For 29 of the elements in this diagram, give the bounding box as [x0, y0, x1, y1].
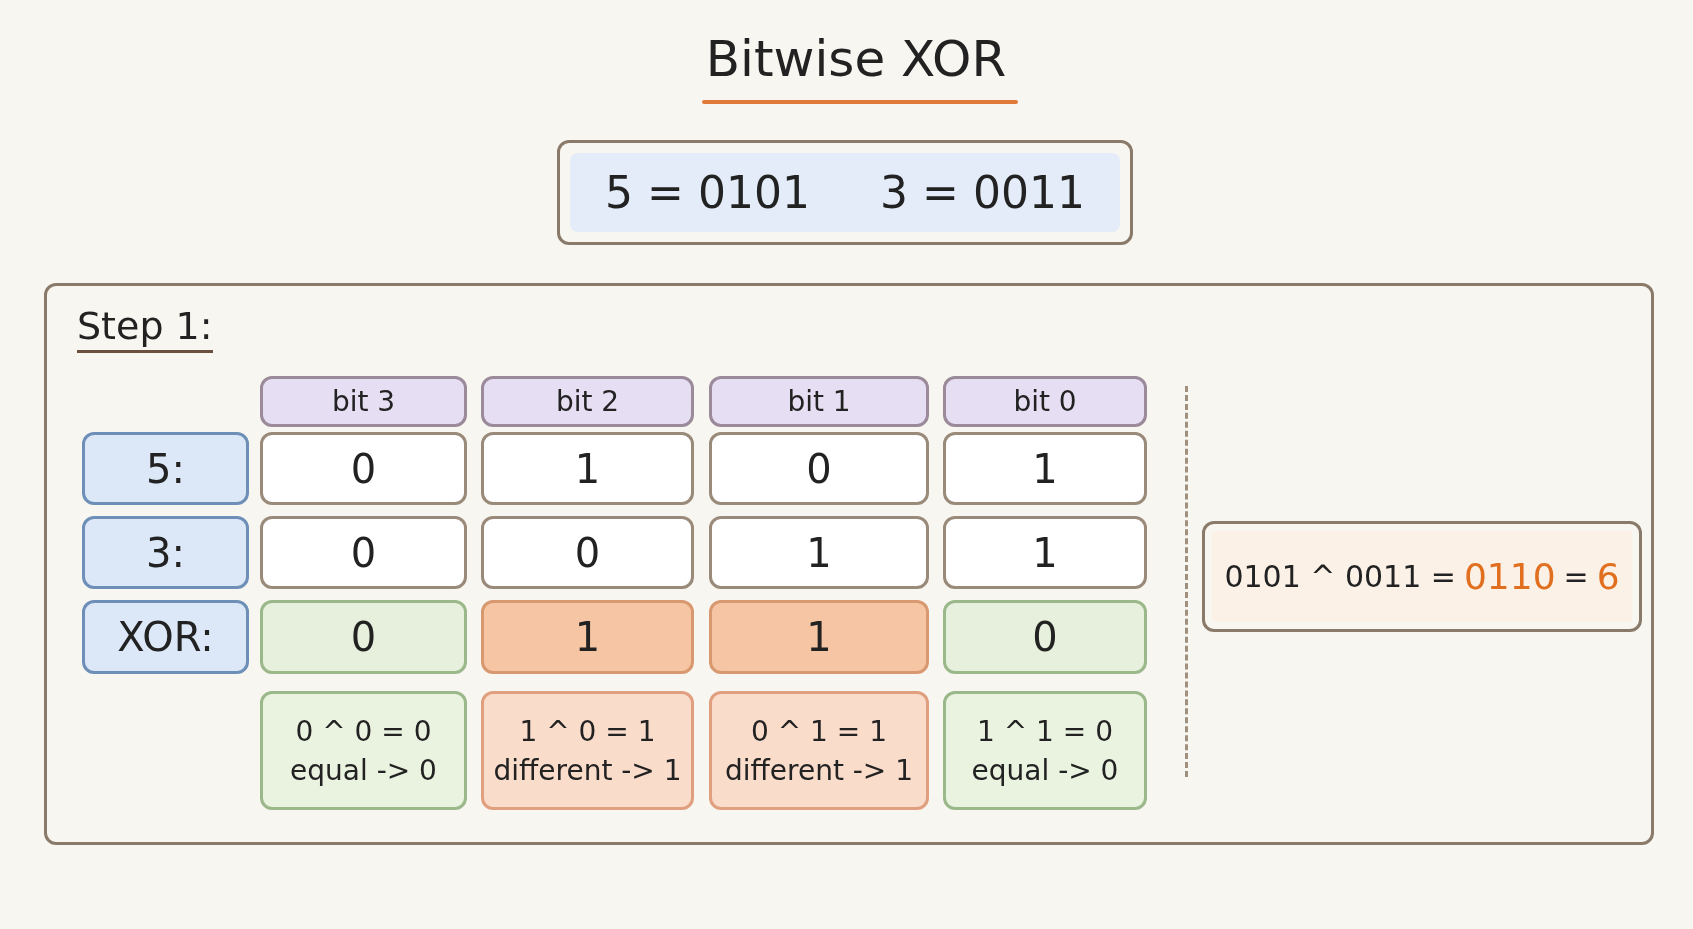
value-cell: 0 [709, 432, 929, 505]
row-header: 3: [82, 516, 249, 589]
row-header: 5: [82, 432, 249, 505]
column-header: bit 2 [481, 376, 694, 427]
step-heading: Step 1: [77, 304, 213, 353]
value-cell: 0 [481, 516, 694, 589]
value-cell: 1 [943, 432, 1147, 505]
explanation-box: 1 ^ 0 = 1 different -> 1 [481, 691, 694, 810]
result-cell: 1 [709, 600, 929, 674]
column-header: bit 1 [709, 376, 929, 427]
explanation-box: 0 ^ 1 = 1 different -> 1 [709, 691, 929, 810]
value-cell: 1 [709, 516, 929, 589]
explanation-box: 1 ^ 1 = 0 equal -> 0 [943, 691, 1147, 810]
binary-value: 5 = 0101 [605, 167, 810, 218]
title: Bitwise XOR [704, 30, 1008, 88]
value-cell: 0 [260, 432, 467, 505]
value-cell: 0 [260, 516, 467, 589]
value-cell: 1 [481, 432, 694, 505]
result-cell: 1 [481, 600, 694, 674]
row-header: XOR: [82, 600, 249, 674]
column-header: bit 0 [943, 376, 1147, 427]
explanation-box: 0 ^ 0 = 0 equal -> 0 [260, 691, 467, 810]
result-box: 0101 ^ 0011 = 0110 = 6 [1202, 521, 1642, 632]
column-header: bit 3 [260, 376, 467, 427]
step-panel [44, 283, 1654, 845]
result-cell: 0 [260, 600, 467, 674]
value-cell: 1 [943, 516, 1147, 589]
result-cell: 0 [943, 600, 1147, 674]
binary-value: 3 = 0011 [880, 167, 1085, 218]
